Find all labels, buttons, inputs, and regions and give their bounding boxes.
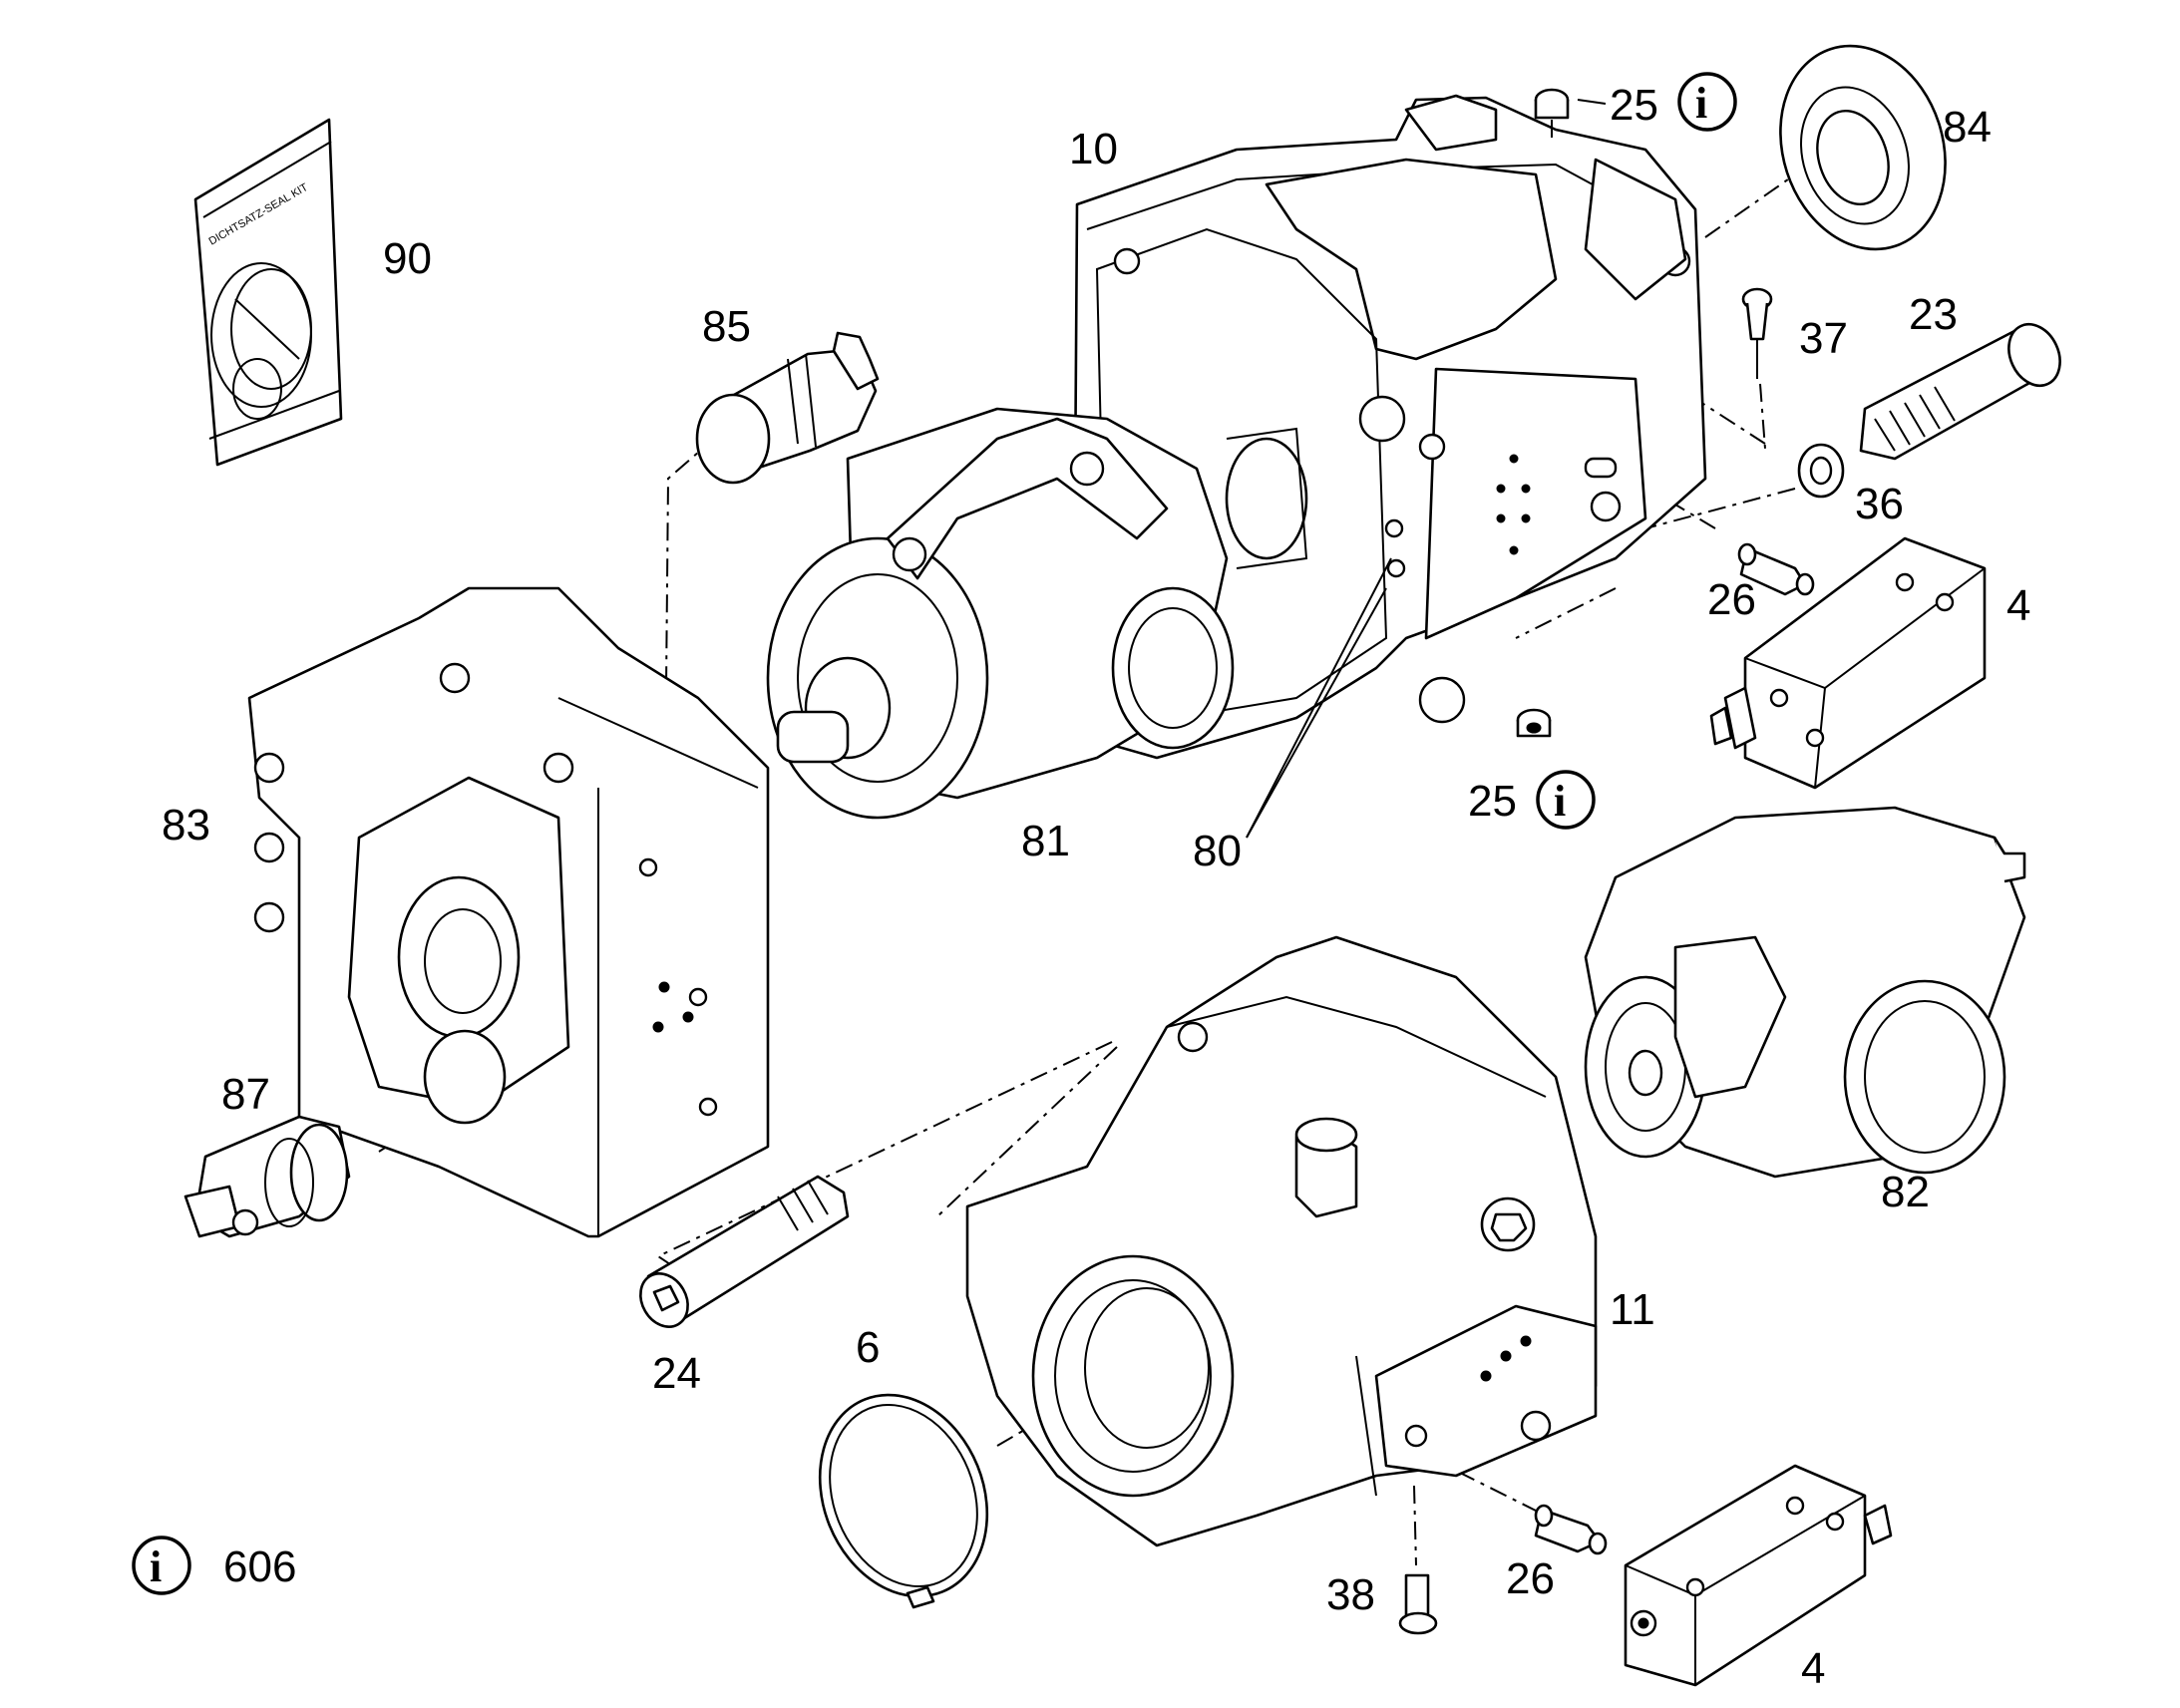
- label-38: 38: [1326, 1570, 1375, 1619]
- label-36: 36: [1855, 480, 1904, 528]
- label-23: 23: [1909, 290, 1958, 339]
- label-25-top: 25: [1610, 81, 1658, 130]
- label-37: 37: [1799, 314, 1848, 363]
- label-85: 85: [702, 302, 751, 351]
- valve-block-4-top: [1709, 536, 1987, 790]
- label-606: 606: [223, 1542, 296, 1591]
- label-25-bottom: 25: [1468, 777, 1517, 826]
- info-glyph-middle: i: [1554, 777, 1566, 826]
- info-icon: i: [132, 1536, 191, 1595]
- seal-kit-bag: DICHTSATZ-SEAL KIT: [193, 118, 343, 467]
- label-4-bottom: 4: [1801, 1644, 1825, 1693]
- plug-part-25-top: [1534, 88, 1607, 138]
- end-plate-84: [1779, 44, 1947, 251]
- label-11: 11: [1610, 1285, 1655, 1334]
- label-4-top: 4: [2006, 581, 2030, 630]
- label-24: 24: [652, 1349, 701, 1398]
- info-icon: i: [1677, 72, 1737, 132]
- bolt-part-23: [1859, 322, 2061, 461]
- swashplate-part-82: [1584, 806, 2026, 1179]
- label-6: 6: [856, 1323, 880, 1372]
- plug-part-25-bottom: [1516, 708, 1552, 738]
- rotating-group-81: [766, 407, 1308, 820]
- label-82: 82: [1881, 1168, 1930, 1216]
- cartridge-part-87: [183, 1115, 351, 1238]
- label-90: 90: [383, 234, 432, 283]
- label-80: 80: [1193, 827, 1242, 875]
- bolt-part-24: [639, 1175, 850, 1328]
- port-plate-83: [247, 586, 770, 1238]
- retaining-ring-part-6: [818, 1393, 989, 1609]
- info-icon: i: [1536, 770, 1596, 830]
- info-glyph-top: i: [1695, 79, 1707, 128]
- label-87: 87: [221, 1070, 270, 1119]
- dowels-part-80: [1246, 518, 1406, 839]
- washer-part-36: [1797, 443, 1845, 499]
- label-84: 84: [1943, 103, 1992, 152]
- label-10: 10: [1069, 125, 1118, 173]
- housing-part-11: [965, 935, 1598, 1547]
- valve-block-4-bottom: [1624, 1464, 1893, 1687]
- info-glyph-bottom: i: [150, 1542, 162, 1591]
- housing-part-10: [1073, 94, 1707, 760]
- label-26-bottom: 26: [1506, 1554, 1555, 1603]
- pin-part-37: [1741, 287, 1773, 379]
- label-83: 83: [162, 801, 210, 850]
- pin-part-26-top: [1737, 542, 1815, 596]
- screw-part-38: [1398, 1573, 1438, 1635]
- label-26-top: 26: [1707, 575, 1756, 624]
- label-81: 81: [1021, 817, 1070, 865]
- valve-part-85: [695, 331, 880, 485]
- pin-part-26-bottom: [1534, 1504, 1608, 1555]
- callout-labels: 90 85 10 25 84 37 23 36 26 4 25 81 80 83…: [162, 81, 2030, 1693]
